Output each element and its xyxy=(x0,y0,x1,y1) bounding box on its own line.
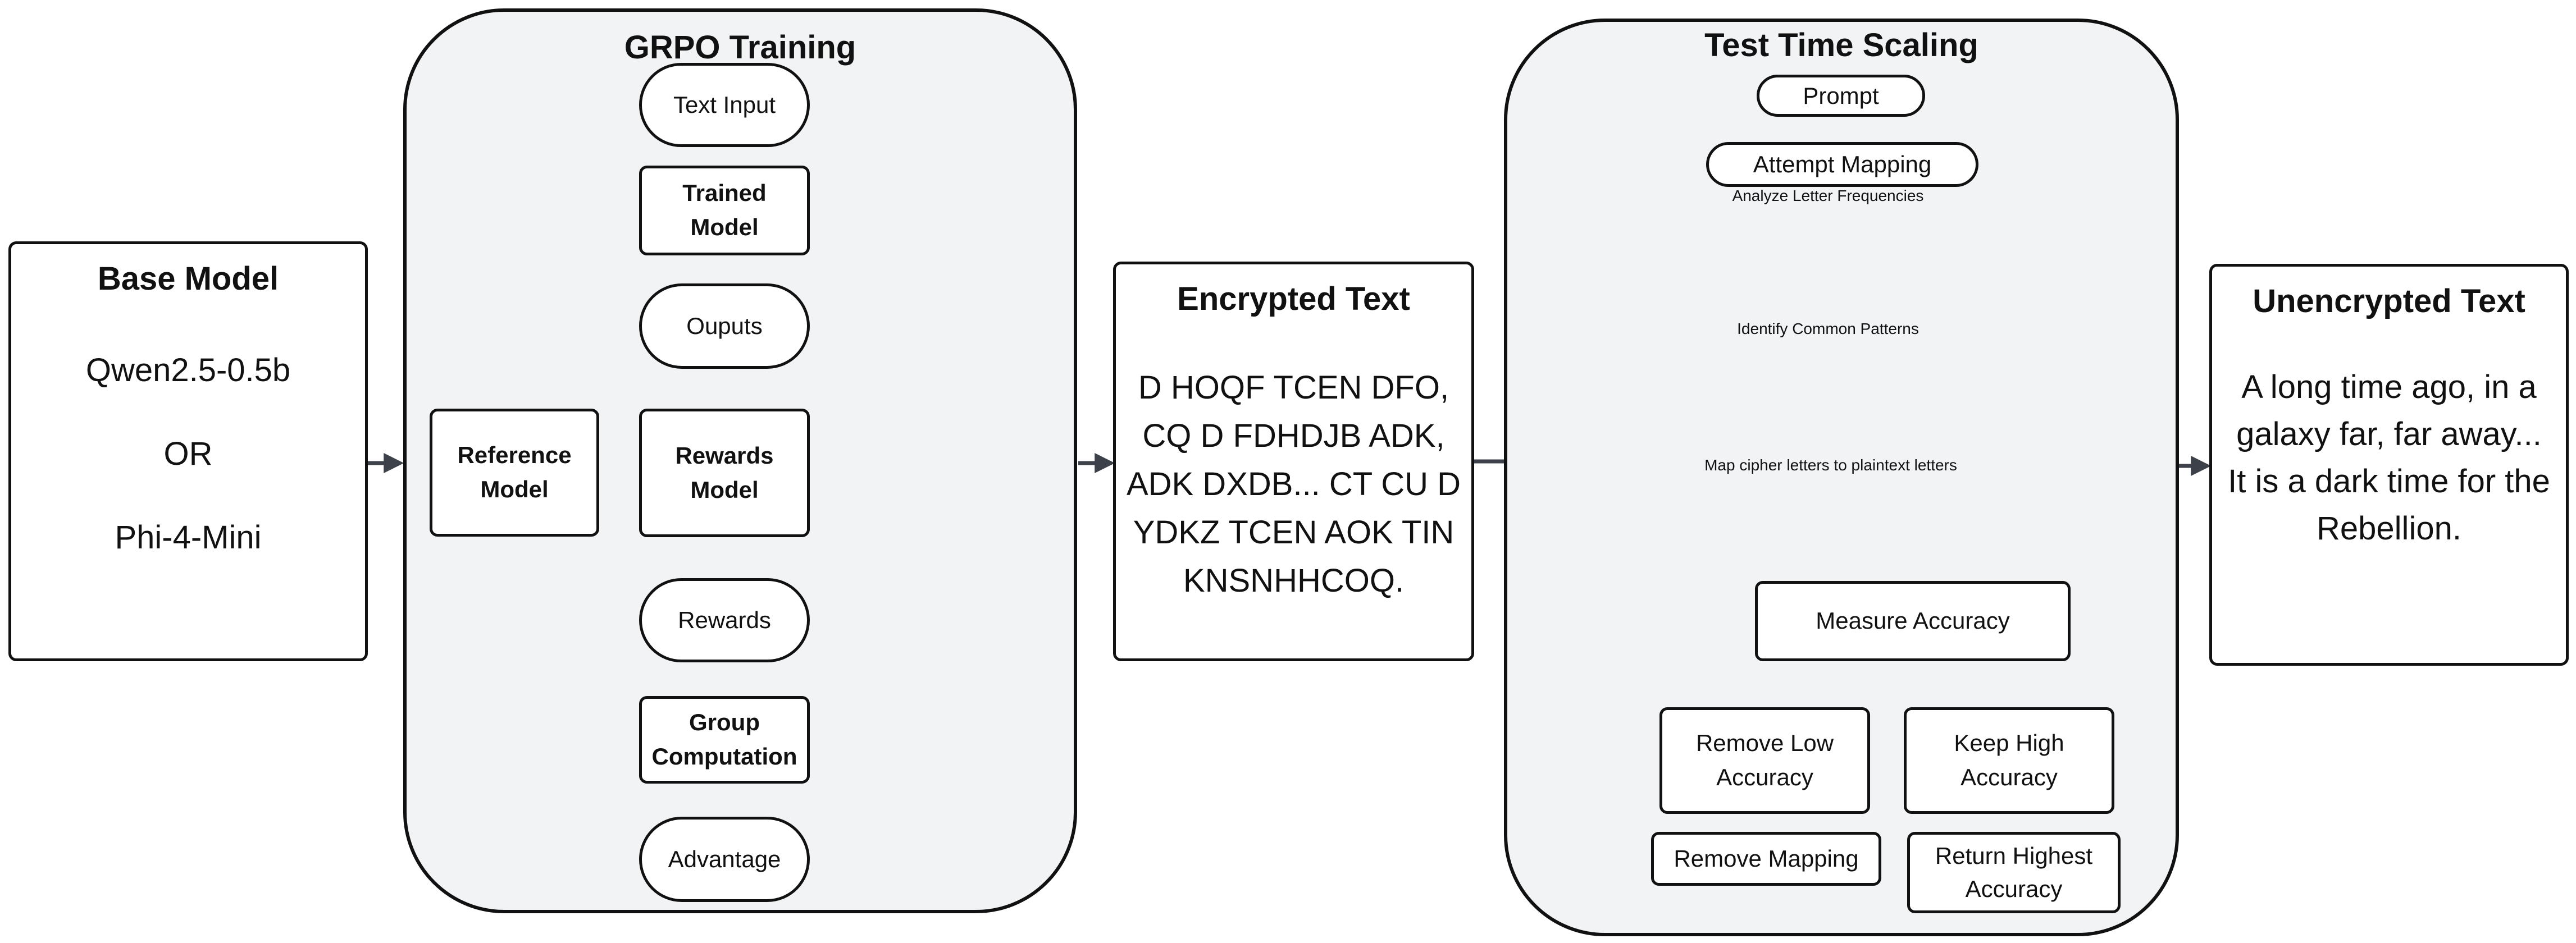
encrypted-line-3: ADK DXDB... CT CU D xyxy=(1126,466,1461,502)
base-model-title: Base Model xyxy=(97,260,279,297)
trained-model-node: Trained Model xyxy=(639,166,810,255)
unencrypted-text-title: Unencrypted Text xyxy=(2253,283,2525,319)
attempt-mapping-label: Attempt Mapping xyxy=(1753,151,1932,177)
rewards-label: Rewards xyxy=(678,607,771,633)
keep-high-accuracy-node: Keep High Accuracy xyxy=(1904,707,2114,814)
base-model-option-1: Qwen2.5-0.5b xyxy=(85,352,291,388)
remove-low-label-line-1: Remove Low xyxy=(1695,730,1834,757)
outputs-node: Ouputs xyxy=(639,283,810,369)
measure-accuracy-label: Measure Accuracy xyxy=(1816,607,2010,634)
encrypted-line-1: D HOQF TCEN DFO, xyxy=(1138,369,1449,406)
remove-low-label-line-2: Accuracy xyxy=(1716,764,1813,790)
group-computation-label-line-2: Computation xyxy=(651,743,797,770)
unencrypted-line-3: It is a dark time for the xyxy=(2228,463,2550,500)
encrypted-line-5: KNSNHHCOQ. xyxy=(1183,562,1405,599)
encrypted-text-title: Encrypted Text xyxy=(1177,281,1410,317)
text-input-label: Text Input xyxy=(673,91,776,118)
base-model-card: Base Model Qwen2.5-0.5b OR Phi-4-Mini xyxy=(8,241,368,661)
remove-mapping-label: Remove Mapping xyxy=(1674,845,1859,872)
encrypted-line-2: CQ D FDHDJB ADK, xyxy=(1142,418,1445,454)
keep-high-label-line-2: Accuracy xyxy=(1961,764,2058,790)
reference-model-label-line-1: Reference xyxy=(457,442,572,469)
attempt-mapping-node: Attempt Mapping xyxy=(1706,142,1978,187)
encrypted-text-card: Encrypted Text D HOQF TCEN DFO, CQ D FDH… xyxy=(1113,262,1474,661)
trained-model-label-line-1: Trained xyxy=(682,180,767,207)
keep-high-label-line-1: Keep High xyxy=(1954,730,2064,757)
unencrypted-line-4: Rebellion. xyxy=(2317,510,2461,547)
trained-model-label-line-2: Model xyxy=(690,214,759,240)
rewards-model-node: Rewards Model xyxy=(639,409,810,537)
map-letters-label: Map cipher letters to plaintext letters xyxy=(1704,456,1957,474)
base-model-or: OR xyxy=(163,436,213,472)
measure-accuracy-node: Measure Accuracy xyxy=(1755,581,2071,661)
group-computation-node: Group Computation xyxy=(639,696,810,784)
return-highest-label-line-1: Return Highest xyxy=(1935,842,2093,869)
reference-model-node: Reference Model xyxy=(430,409,599,537)
rewards-model-label-line-1: Rewards xyxy=(675,442,774,469)
encrypted-line-4: YDKZ TCEN AOK TIN xyxy=(1133,514,1455,551)
identify-patterns-label: Identify Common Patterns xyxy=(1737,320,1919,337)
prompt-label: Prompt xyxy=(1803,82,1879,109)
test-time-scaling-title: Test Time Scaling xyxy=(1704,27,1978,63)
base-model-option-2: Phi-4-Mini xyxy=(115,519,262,556)
outputs-label: Ouputs xyxy=(686,313,763,339)
remove-low-accuracy-node: Remove Low Accuracy xyxy=(1659,707,1870,814)
unencrypted-text-card: Unencrypted Text A long time ago, in a g… xyxy=(2209,264,2569,666)
group-computation-label-line-1: Group xyxy=(689,709,760,736)
advantage-node: Advantage xyxy=(639,817,810,902)
reference-model-label-line-2: Model xyxy=(480,476,549,502)
text-input-node: Text Input xyxy=(639,63,810,147)
unencrypted-line-1: A long time ago, in a xyxy=(2241,369,2537,405)
analyze-frequencies-label: Analyze Letter Frequencies xyxy=(1732,187,1924,204)
rewards-node: Rewards xyxy=(639,578,810,662)
rewards-model-label-line-2: Model xyxy=(690,476,759,503)
unencrypted-line-2: galaxy far, far away... xyxy=(2236,416,2542,452)
return-highest-label-line-2: Accuracy xyxy=(1965,875,2063,902)
grpo-training-title: GRPO Training xyxy=(624,29,856,66)
prompt-node: Prompt xyxy=(1757,75,1925,117)
advantage-label: Advantage xyxy=(668,846,781,872)
return-highest-accuracy-node: Return Highest Accuracy xyxy=(1907,832,2121,913)
remove-mapping-node: Remove Mapping xyxy=(1651,832,1881,886)
